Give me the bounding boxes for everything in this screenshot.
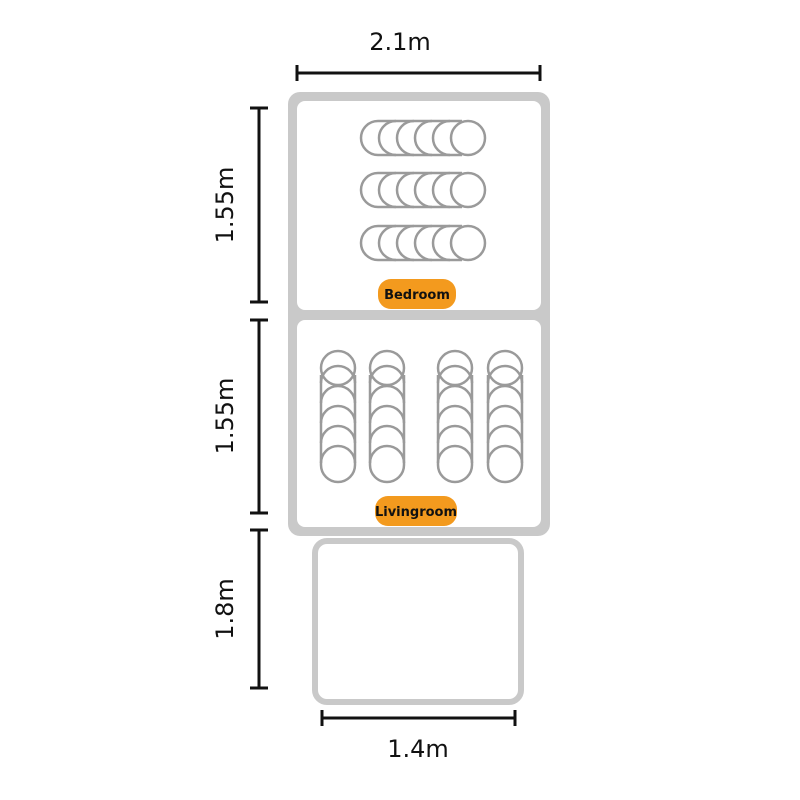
bedroom-sleeping-bags	[359, 119, 487, 262]
bedroom-room	[297, 101, 541, 310]
livingroom-sleeping-bags	[319, 349, 524, 484]
bottom-width-dimension: 1.4m	[320, 710, 517, 763]
bedroom-height-label: 1.55m	[211, 167, 239, 244]
livingroom-room	[297, 320, 541, 527]
livingroom-label: Livingroom	[375, 505, 457, 520]
sleeping-bag	[486, 349, 524, 484]
bedroom-height-dimension: 1.55m	[211, 106, 268, 304]
livingroom-height-dimension: 1.55m	[211, 318, 268, 515]
main-tent-body	[288, 92, 550, 536]
livingroom-badge-background	[375, 496, 457, 526]
sleeping-bag	[319, 349, 357, 484]
tail-height-dimension: 1.8m	[211, 528, 268, 690]
top-width-dimension: 2.1m	[295, 28, 542, 81]
livingroom-label-badge: Livingroom	[375, 496, 457, 526]
sleeping-bag	[436, 349, 474, 484]
sleeping-bag	[368, 349, 406, 484]
bedroom-badge-background	[378, 279, 456, 309]
vestibule-room	[312, 538, 524, 705]
livingroom-height-label: 1.55m	[211, 378, 239, 455]
sleeping-bag	[359, 119, 487, 157]
top-width-label: 2.1m	[369, 28, 431, 56]
bedroom-label: Bedroom	[384, 288, 450, 303]
sleeping-bag	[359, 224, 487, 262]
tail-height-label: 1.8m	[211, 578, 239, 640]
sleeping-bag	[359, 171, 487, 209]
bottom-width-label: 1.4m	[387, 735, 449, 763]
bedroom-label-badge: Bedroom	[378, 279, 456, 309]
